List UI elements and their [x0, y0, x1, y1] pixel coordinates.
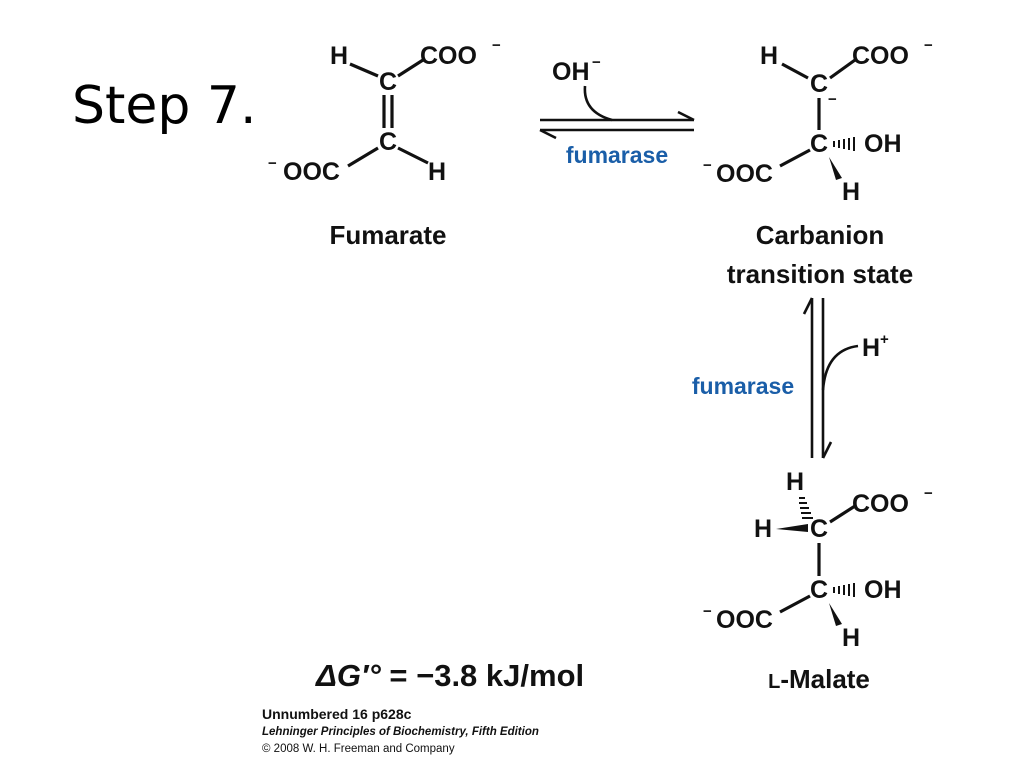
malate-h-bottom: H: [842, 624, 860, 652]
reverse-arrow-barb: [539, 128, 557, 140]
fumarate-ooc-bottom: OOC: [283, 158, 340, 186]
proton-curved-arrow: [821, 344, 859, 391]
fumarate-coo-top-charge: −: [492, 37, 501, 54]
malate-h-left: H: [754, 515, 772, 543]
fumarate-h-bottom: H: [428, 158, 446, 186]
hashed-wedge-bond: [833, 583, 855, 597]
carbanion-c1: C: [810, 70, 828, 98]
hashed-wedge-bond: [799, 497, 813, 519]
bond-line: [829, 504, 856, 524]
equilibrium-arrow-vertical: H + fumarase: [692, 297, 889, 459]
malate-c1: C: [810, 515, 828, 543]
free-energy-equation: ΔG′° = −3.8 kJ/mol: [315, 658, 584, 693]
fumarate-structure: H COO − C C − OOC H: [268, 37, 501, 186]
forward-arrow-barb: [821, 441, 833, 459]
proton-label: H: [862, 334, 880, 362]
malate-coo-top: COO: [852, 490, 909, 518]
slide-title: Step 7.: [72, 76, 257, 136]
carbanion-c2: C: [810, 130, 828, 158]
carbanion-ooc-charge: −: [703, 157, 712, 174]
carbanion-h-bottom: H: [842, 178, 860, 206]
bond-line: [779, 594, 811, 614]
bond-line: [397, 58, 424, 78]
fumarate-coo-top: COO: [420, 42, 477, 70]
carbanion-ooc: OOC: [716, 160, 773, 188]
equilibrium-arrow-horizontal: OH − fumarase: [539, 54, 695, 168]
hydroxide-charge: −: [592, 54, 601, 71]
carbanion-oh: OH: [864, 130, 902, 158]
bond-line: [781, 62, 809, 80]
figure-id: Unnumbered 16 p628c: [262, 706, 412, 722]
carbanion-coo-charge: −: [924, 37, 933, 54]
malate-oh: OH: [864, 576, 902, 604]
carbanion-structure: H COO − C − C OH − OOC H: [703, 37, 933, 206]
book-title: Lehninger Principles of Biochemistry, Fi…: [262, 726, 539, 738]
hydroxide-label: OH: [552, 58, 590, 86]
malate-c2: C: [810, 576, 828, 604]
hydroxide-curved-arrow: [583, 85, 613, 122]
fumarate-c2: C: [379, 128, 397, 156]
fumarate-label: Fumarate: [329, 220, 446, 250]
solid-wedge-bond: [829, 157, 842, 180]
hashed-wedge-bond: [833, 137, 855, 151]
solid-wedge-bond: [776, 524, 808, 532]
malate-label: L-Malate: [768, 664, 870, 694]
carbanion-c1-charge: −: [828, 91, 837, 108]
fumarate-h-top: H: [330, 42, 348, 70]
reverse-arrow-barb: [802, 297, 814, 315]
bond-line: [349, 62, 379, 78]
carbanion-label-line1: Carbanion: [756, 220, 885, 250]
malate-h-top: H: [786, 468, 804, 496]
carbanion-label-line2: transition state: [727, 259, 913, 289]
bond-line: [829, 58, 856, 80]
enzyme-label-fumarase: fumarase: [566, 142, 668, 168]
fumarate-ooc-charge: −: [268, 155, 277, 172]
malate-coo-charge: −: [924, 485, 933, 502]
solid-wedge-bond: [829, 603, 842, 626]
carbanion-coo-top: COO: [852, 42, 909, 70]
bond-line: [397, 146, 429, 165]
bond-line: [779, 148, 811, 168]
enzyme-label-fumarase: fumarase: [692, 373, 794, 399]
carbanion-h-top: H: [760, 42, 778, 70]
malate-ooc: OOC: [716, 606, 773, 634]
fumarate-c1: C: [379, 68, 397, 96]
proton-charge: +: [880, 331, 889, 348]
copyright: © 2008 W. H. Freeman and Company: [262, 743, 455, 755]
malate-ooc-charge: −: [703, 603, 712, 620]
bond-line: [347, 146, 379, 168]
malate-structure: H COO − H C C OH − OOC H: [703, 468, 933, 652]
forward-arrow-barb: [677, 110, 695, 122]
